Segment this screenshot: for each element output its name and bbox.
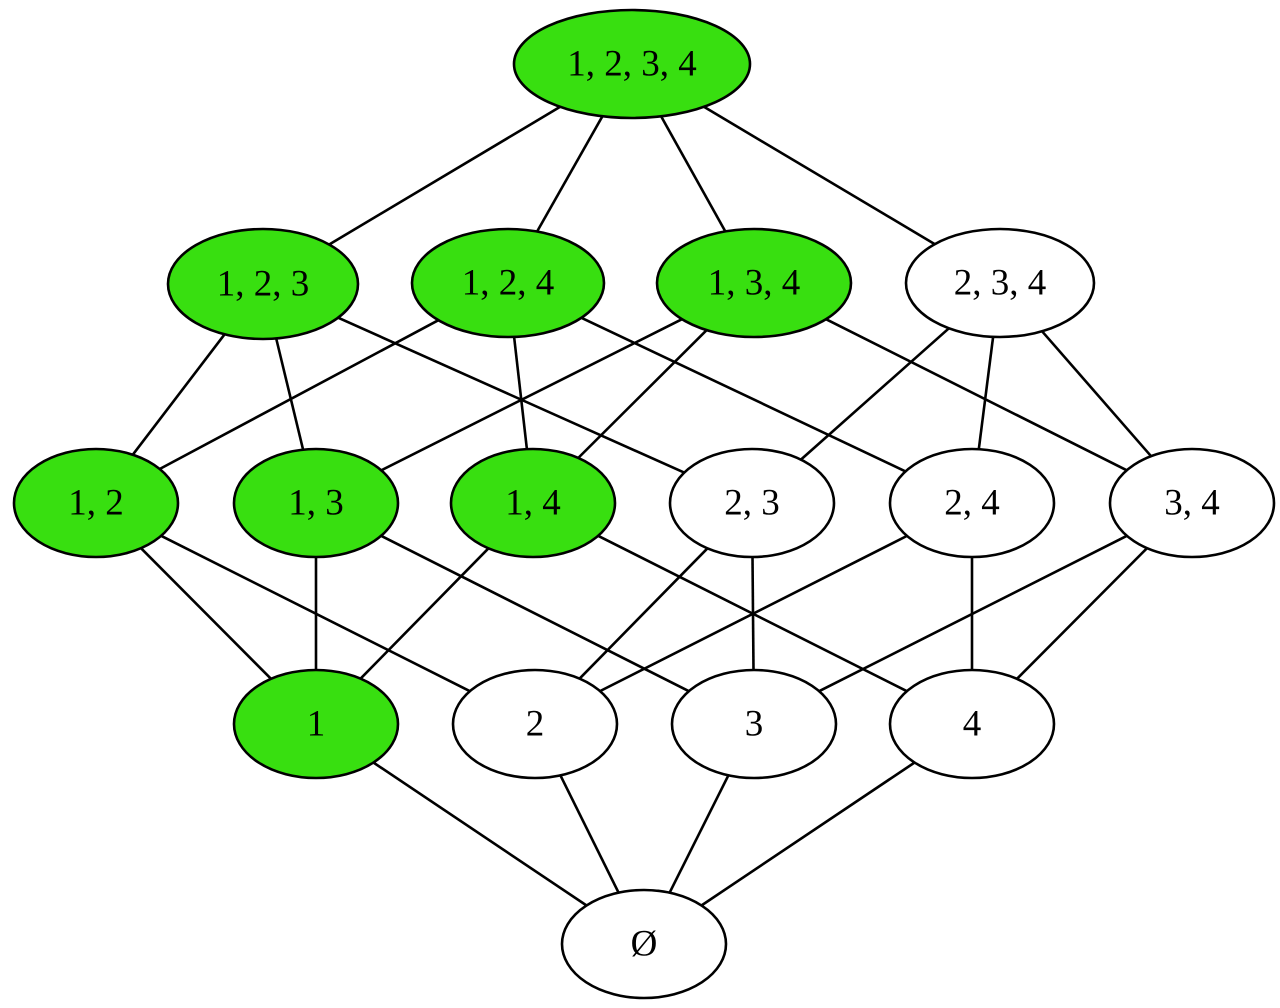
node-label-234: 2, 3, 4 [954,263,1047,304]
node-1234: 1, 2, 3, 4 [512,8,752,120]
node-label-4: 4 [963,704,982,745]
node-ellipse-34 [1108,447,1276,559]
edge-24-2 [599,534,908,693]
node-ellipse-123 [166,227,360,341]
node-ellipse-1234 [512,8,752,120]
node-ellipse-4 [888,668,1056,780]
edge-134-13 [380,318,683,472]
edge-234-23 [800,327,950,461]
node-4: 4 [888,668,1056,780]
edge-124-12 [159,319,440,471]
node-label-2: 2 [526,704,545,745]
node-ellipse-empty [560,888,728,1000]
edge-234-34 [1041,330,1153,458]
nodes-layer: 1, 2, 3, 4 1, 2, 3 1, 2, 4 1, 3, 4 2, 3, 4 1,… [12,8,1276,1000]
edge-13-3 [380,534,690,693]
edge-23-2 [578,547,709,680]
edge-3-empty [668,774,730,894]
node-label-124: 1, 2, 4 [462,263,555,304]
edge-123-13 [274,338,305,451]
edges-layer [131,105,1153,907]
node-label-empty: Ø [631,924,658,965]
node-empty: Ø [560,888,728,1000]
node-23: 2, 3 [668,447,836,559]
node-label-13: 1, 3 [288,483,344,524]
edge-134-34 [825,318,1128,472]
node-label-12: 1, 2 [68,483,124,524]
node-34: 3, 4 [1108,447,1276,559]
edge-123-12 [131,333,226,456]
node-label-14: 1, 4 [505,483,561,524]
node-label-24: 2, 4 [944,483,1000,524]
node-3: 3 [670,668,838,780]
edge-2-empty [559,774,620,894]
edge-34-3 [818,534,1128,693]
node-123: 1, 2, 3 [166,227,360,341]
edge-1-empty [372,761,588,907]
edge-1234-124 [535,115,604,233]
node-label-123: 1, 2, 3 [217,264,310,305]
node-ellipse-13 [232,447,400,559]
edge-14-1 [359,547,490,680]
node-124: 1, 2, 4 [410,227,606,339]
edge-1234-234 [703,105,936,246]
node-label-1234: 1, 2, 3, 4 [567,44,697,85]
edge-134-14 [577,329,708,459]
node-label-134: 1, 3, 4 [708,263,801,304]
node-ellipse-24 [888,447,1056,559]
node-14: 1, 4 [449,447,617,559]
node-134: 1, 3, 4 [655,227,853,339]
node-2: 2 [451,668,619,780]
node-label-34: 3, 4 [1164,483,1220,524]
node-label-1: 1 [307,704,326,745]
node-label-23: 2, 3 [724,483,780,524]
edge-4-empty [700,761,916,907]
edge-1234-134 [659,115,727,233]
node-13: 1, 3 [232,447,400,559]
node-24: 2, 4 [888,447,1056,559]
node-ellipse-14 [449,447,617,559]
node-ellipse-234 [904,227,1096,339]
edge-234-24 [977,336,995,450]
node-12: 1, 2 [12,447,180,559]
edge-34-4 [1016,547,1148,680]
node-ellipse-2 [451,668,619,780]
node-ellipse-124 [410,227,606,339]
node-ellipse-23 [668,447,836,559]
node-ellipse-1 [232,668,400,780]
node-ellipse-3 [670,668,838,780]
node-label-3: 3 [745,704,764,745]
edge-1234-123 [328,105,561,246]
node-ellipse-12 [12,447,180,559]
node-234: 2, 3, 4 [904,227,1096,339]
edge-12-1 [140,547,272,680]
node-1: 1 [232,668,400,780]
edge-124-14 [512,336,529,450]
node-ellipse-134 [655,227,853,339]
